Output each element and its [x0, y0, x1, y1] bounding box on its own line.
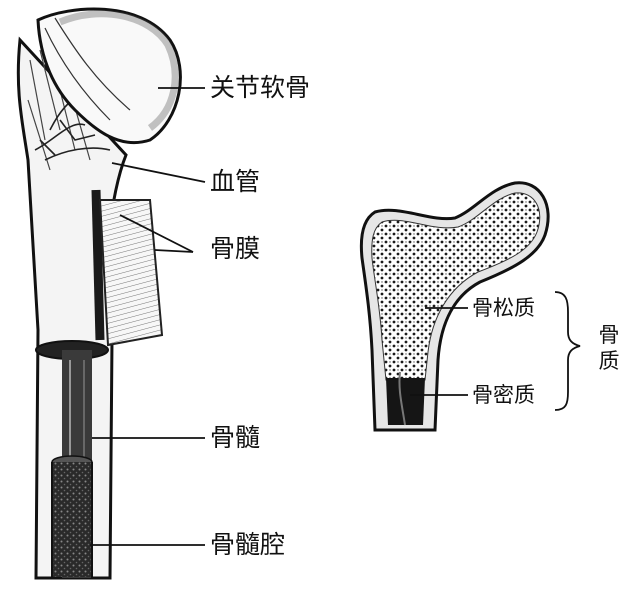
articular-cartilage-label: 关节软骨 [210, 75, 310, 100]
bone-substance-brace [555, 292, 580, 410]
marrow-cavity-window [52, 462, 92, 577]
bone-substance-label: 骨质 [598, 322, 620, 375]
compact-bone-label: 骨密质 [472, 385, 535, 406]
spongy-bone-label: 骨松质 [472, 298, 535, 319]
periosteum-label: 骨膜 [210, 236, 260, 261]
blood-vessel-label: 血管 [210, 169, 260, 194]
compact-bone-region [386, 378, 425, 425]
bone-marrow-label: 骨髓 [210, 425, 260, 450]
marrow-cavity-label: 骨髓腔 [210, 532, 285, 557]
femur-illustration [18, 9, 180, 578]
periosteum-flap [100, 200, 162, 345]
